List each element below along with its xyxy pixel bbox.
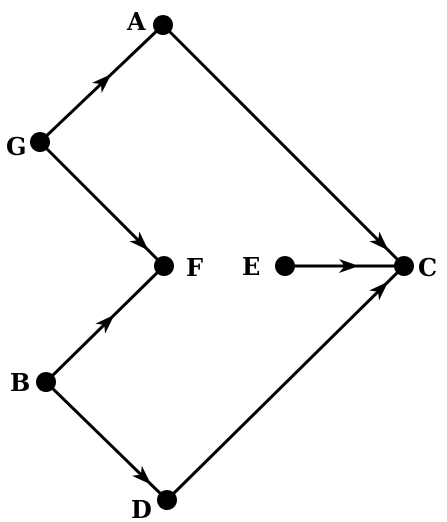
- node-e: [275, 256, 295, 276]
- node-label-e: E: [242, 252, 260, 281]
- arrowhead-a-to-c: [369, 231, 389, 251]
- edges-layer: [38, 23, 406, 502]
- node-f: [154, 256, 174, 276]
- node-label-g: G: [6, 132, 27, 161]
- arrowhead-b-to-f: [95, 314, 115, 334]
- node-b: [36, 372, 56, 392]
- node-label-a: A: [126, 7, 146, 36]
- arrowhead-g-to-a: [92, 74, 112, 93]
- node-label-b: B: [10, 368, 30, 397]
- edge-a-to-c: [161, 23, 406, 268]
- node-label-f: F: [186, 253, 203, 282]
- node-c: [394, 256, 414, 276]
- labels-layer: A G F E C B D: [6, 7, 437, 522]
- nodes-layer: [30, 15, 414, 510]
- node-label-d: D: [131, 495, 152, 522]
- arrowhead-b-to-d: [132, 465, 152, 485]
- arrowhead-g-to-f: [129, 231, 149, 251]
- node-a: [153, 15, 173, 35]
- node-label-c: C: [418, 253, 437, 282]
- arrowhead-e-to-c: [339, 259, 359, 273]
- edge-d-to-c: [165, 264, 406, 502]
- arrowhead-d-to-c: [369, 281, 389, 301]
- node-g: [30, 132, 50, 152]
- node-d: [157, 490, 177, 510]
